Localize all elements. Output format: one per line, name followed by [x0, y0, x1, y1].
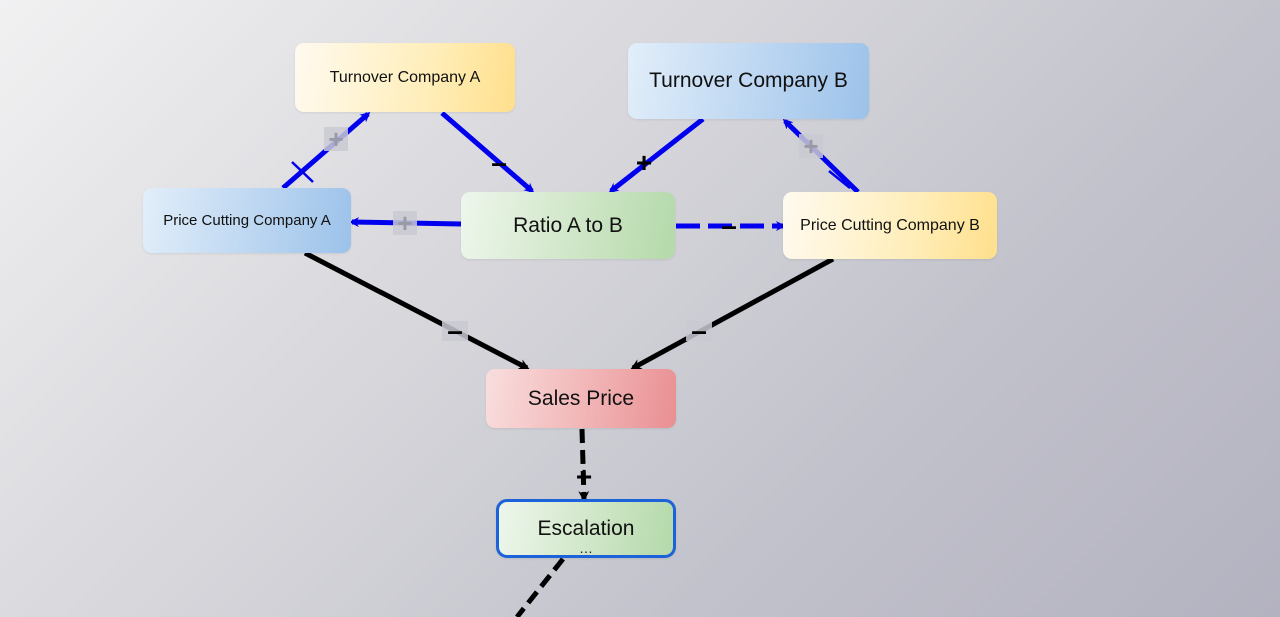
node-label: Sales Price [527, 386, 635, 410]
node-price-cutting-company-b[interactable]: Price Cutting Company B [783, 192, 997, 259]
sign-box [442, 321, 468, 341]
polarity-sign-plus[interactable]: + [576, 461, 592, 492]
sign-box [799, 134, 823, 158]
node-price-cutting-company-a[interactable]: Price Cutting Company A [143, 188, 351, 253]
node-label: Ratio A to B [513, 213, 623, 237]
sign-box [393, 211, 417, 235]
node-turnover-company-a[interactable]: Turnover Company A [295, 43, 515, 112]
node-sales-price[interactable]: Sales Price [486, 369, 676, 428]
node-label: Price Cutting Company A [163, 211, 331, 229]
link-price-cutting-a-to-sales-price[interactable] [303, 250, 530, 371]
node-label: Price Cutting Company B [800, 216, 980, 234]
polarity-sign-plus[interactable]: + [328, 124, 343, 154]
link-price-cutting-b-to-sales-price[interactable] [630, 256, 835, 371]
node-label: Turnover Company B [649, 69, 848, 93]
polarity-sign-minus[interactable]: – [491, 147, 507, 178]
link-turnover-a-to-ratio[interactable] [440, 111, 535, 193]
polarity-sign-minus[interactable]: – [447, 315, 463, 346]
polarity-sign-minus[interactable]: – [721, 210, 737, 241]
node-escalation[interactable]: Escalation … [496, 499, 676, 558]
polarity-sign-plus[interactable]: + [397, 208, 412, 238]
link-escalation-outgoing[interactable] [515, 557, 565, 617]
delay-mark-b [828, 170, 851, 189]
sign-box [324, 127, 348, 151]
node-label: Turnover Company A [329, 68, 481, 86]
polarity-sign-plus[interactable]: + [636, 147, 652, 178]
node-turnover-company-b[interactable]: Turnover Company B [628, 43, 869, 119]
polarity-sign-minus[interactable]: – [691, 315, 707, 346]
link-turnover-b-to-ratio[interactable] [608, 117, 705, 193]
polarity-sign-plus[interactable]: + [803, 131, 818, 161]
link-sales-price-to-escalation[interactable] [578, 428, 590, 502]
delay-mark-a [291, 161, 314, 183]
node-ratio-a-to-b[interactable]: Ratio A to B [461, 192, 675, 259]
node-label: Escalation [537, 516, 635, 540]
sign-box [686, 321, 712, 341]
node-more-indicator[interactable]: … [579, 540, 593, 556]
